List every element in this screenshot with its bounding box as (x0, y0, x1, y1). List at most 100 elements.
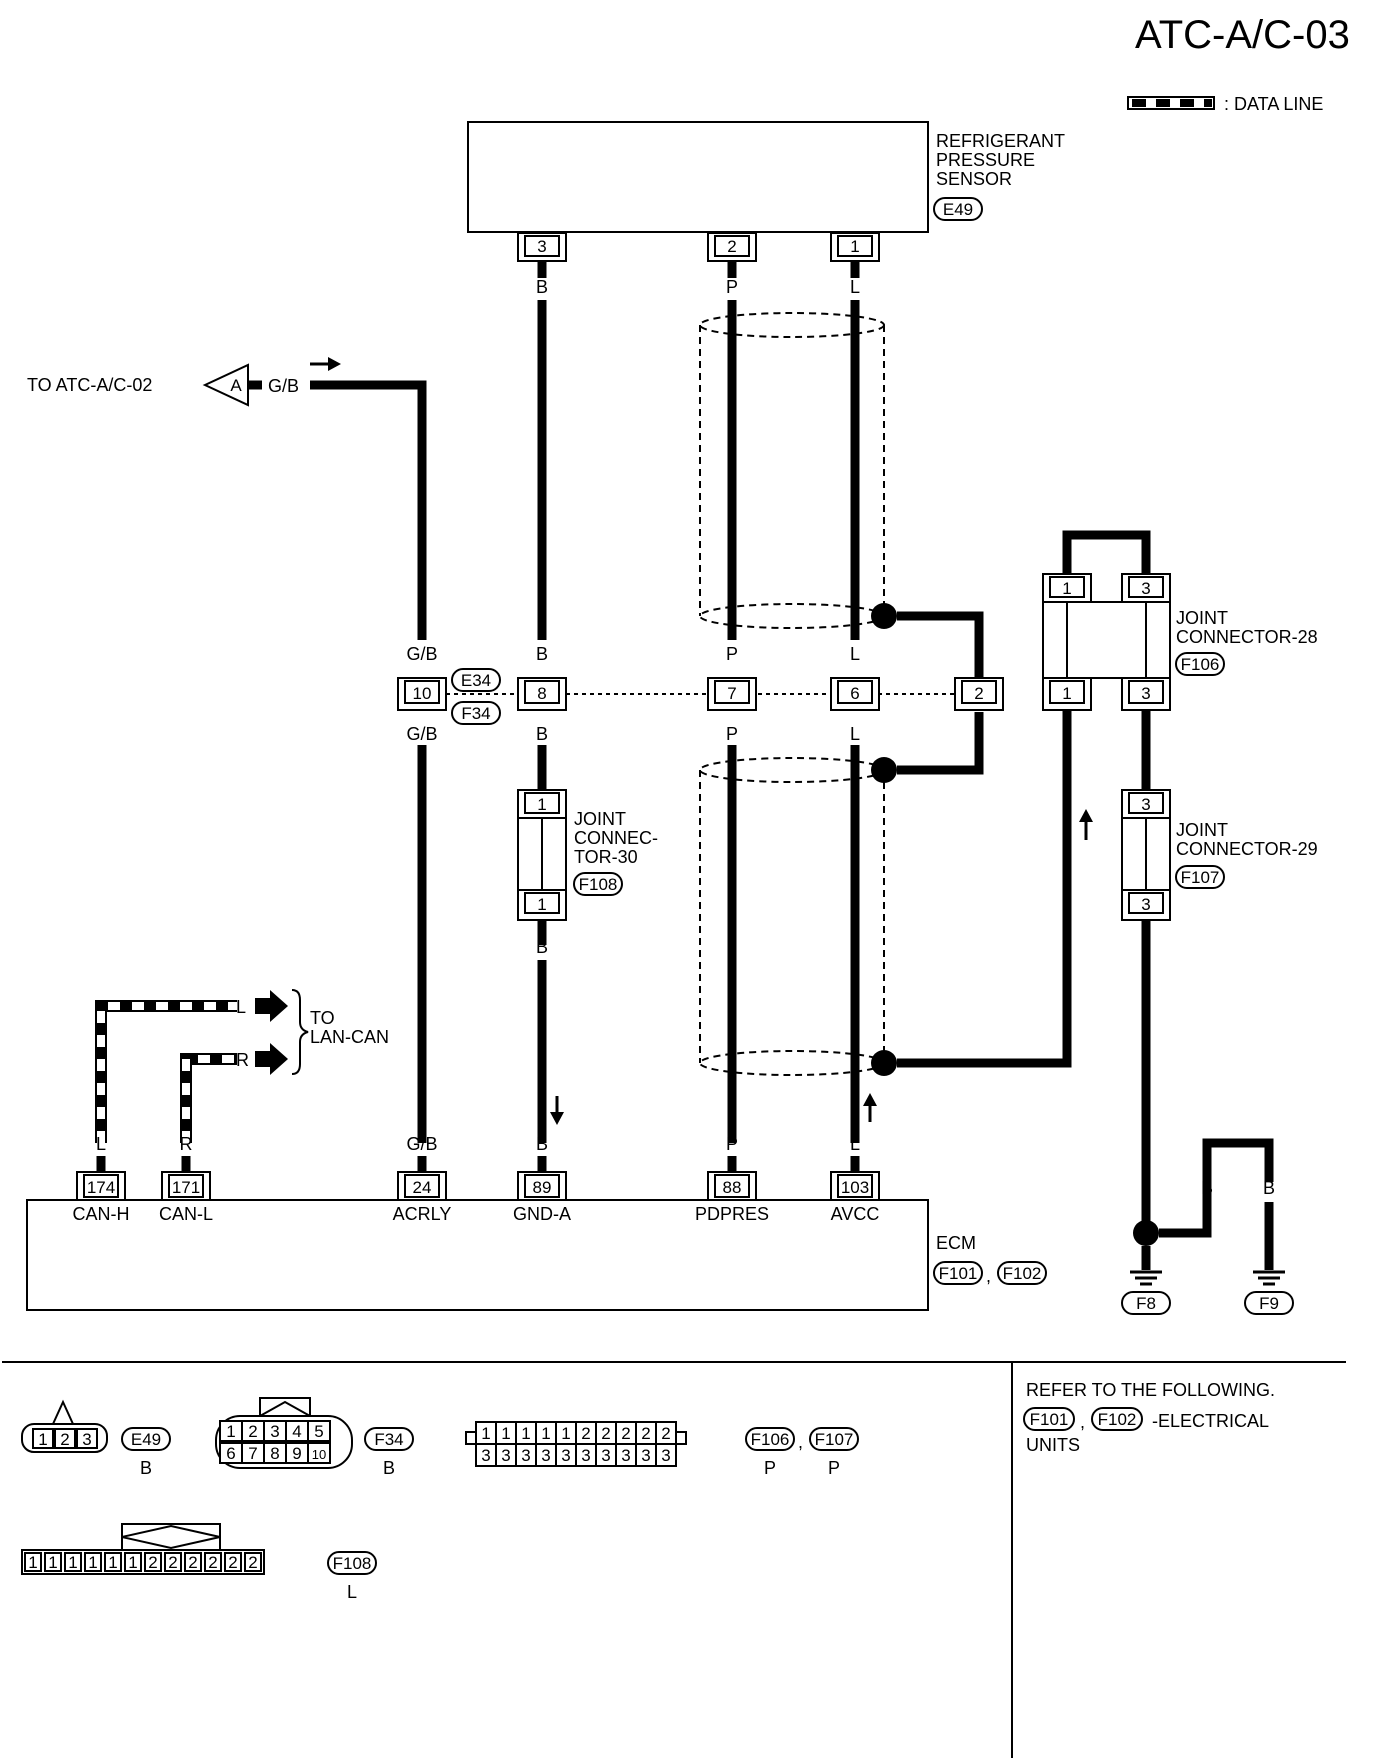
sensor-pin-1: 1 (830, 232, 880, 262)
ecm-pin-103: 103 (830, 1171, 880, 1201)
jc28-code: F106 (1181, 655, 1220, 674)
wire-gb-1 (310, 380, 427, 640)
offpage-label: TO ATC-A/C-02 (27, 375, 152, 395)
f108-pin: 1 (68, 1553, 77, 1572)
inline-code-f34: F34 (461, 704, 490, 723)
wire-shield-upper (897, 611, 984, 678)
f106-top-pin: 2 (621, 1424, 630, 1443)
jc29-name-line2: CONNECTOR-29 (1176, 839, 1318, 859)
data-line-label: : DATA LINE (1224, 94, 1323, 114)
sensor-name-line1: REFRIGERANT (936, 131, 1065, 151)
ecm-terminal-gnd-a: GND-A (513, 1204, 571, 1224)
inline-pin-10: 10 (397, 677, 447, 711)
lan-text-line1: TO (310, 1008, 335, 1028)
svg-text:1: 1 (537, 895, 546, 914)
sensor-connector-code: E49 (943, 200, 973, 219)
f106-top-pin: 1 (541, 1424, 550, 1443)
svg-text:24: 24 (413, 1178, 432, 1197)
sensor-wire-color-l: L (850, 277, 860, 297)
refer-text1: -ELECTRICAL (1152, 1411, 1269, 1431)
f106-bottom-pin: 3 (521, 1446, 530, 1465)
joint-connector-28: 1 3 1 3 (1042, 573, 1171, 711)
ecm-wire-color-1: L (96, 1134, 106, 1154)
svg-text:103: 103 (841, 1178, 869, 1197)
svg-text:1: 1 (850, 237, 859, 256)
f108-pin: 1 (128, 1553, 137, 1572)
refer-text2: UNITS (1026, 1435, 1080, 1455)
svg-text:1: 1 (38, 1430, 47, 1449)
sensor-pin-3: 3 (517, 232, 567, 262)
svg-text:6: 6 (226, 1444, 235, 1463)
f108-pin: 1 (108, 1553, 117, 1572)
f108-pin: 1 (28, 1553, 37, 1572)
connector-face-f107-color: P (828, 1458, 840, 1478)
inline-color-bot-l: L (850, 724, 860, 744)
svg-text:89: 89 (533, 1178, 552, 1197)
svg-text:10: 10 (413, 684, 432, 703)
svg-text:1: 1 (537, 795, 546, 814)
jc30-name-line1: JOINT (574, 809, 626, 829)
f106-top-pin: 2 (601, 1424, 610, 1443)
inline-pin-8: 8 (517, 677, 567, 711)
svg-text:10: 10 (312, 1447, 326, 1462)
jc30-name-line3: TOR-30 (574, 847, 638, 867)
ground-splice (1133, 1220, 1159, 1246)
wire-shield-to-jc28 (897, 678, 1072, 1068)
refer-heading: REFER TO THE FOLLOWING. (1026, 1380, 1275, 1400)
f108-pin: 2 (168, 1553, 177, 1572)
jc28-name-line2: CONNECTOR-28 (1176, 627, 1318, 647)
connector-face-f106-color: P (764, 1458, 776, 1478)
f106-top-pin: 1 (521, 1424, 530, 1443)
ecm-pin-171: 171 (161, 1171, 211, 1201)
inline-color-top-b: B (536, 644, 548, 664)
inline-color-top-gb: G/B (406, 644, 437, 664)
data-line-can-l (180, 1053, 237, 1143)
lan-bracket (291, 989, 309, 1075)
ecm-code-f101: F101 (939, 1264, 978, 1283)
jc29-name-line1: JOINT (1176, 820, 1228, 840)
f106-bottom-pin: 3 (481, 1446, 490, 1465)
joint-connector-30: 1 1 (517, 789, 567, 921)
shield-splice-2 (871, 757, 897, 783)
wire-jc28-loop (1062, 530, 1151, 575)
ground-wire-color-2: B (1263, 1178, 1275, 1198)
ecm-pin-89: 89 (517, 1171, 567, 1201)
sensor-name-line3: SENSOR (936, 169, 1012, 189)
svg-text:3: 3 (1141, 684, 1150, 703)
inline-code-e34: E34 (461, 671, 491, 690)
f106-bottom-pin: 3 (601, 1446, 610, 1465)
lan-wire-l: L (236, 997, 246, 1017)
svg-text:171: 171 (172, 1178, 200, 1197)
f106-top-pin: 1 (561, 1424, 570, 1443)
inline-color-top-p: P (726, 644, 738, 664)
f106-bottom-pin: 3 (541, 1446, 550, 1465)
jc30-wire-color: B (536, 937, 548, 957)
refer-code-f101: F101 (1030, 1410, 1069, 1429)
connector-face-f108-color: L (347, 1582, 357, 1602)
jc28-name-line1: JOINT (1176, 608, 1228, 628)
ecm-wire-color-4: B (536, 1134, 548, 1154)
f106-top-pin: 2 (581, 1424, 590, 1443)
svg-text:8: 8 (270, 1444, 279, 1463)
f106-top-pin: 2 (661, 1424, 670, 1443)
svg-text:3: 3 (1141, 895, 1150, 914)
sensor-pin-2: 2 (707, 232, 757, 262)
svg-text:7: 7 (248, 1444, 257, 1463)
svg-text:3: 3 (1141, 579, 1150, 598)
svg-text:4: 4 (292, 1422, 301, 1441)
svg-text:174: 174 (87, 1178, 115, 1197)
ground-code-f9: F9 (1259, 1294, 1279, 1313)
lan-arrow-r (255, 1043, 288, 1075)
f106-bottom-pin: 3 (641, 1446, 650, 1465)
f108-pin: 2 (228, 1553, 237, 1572)
ground-symbol-f9 (1253, 1270, 1285, 1286)
svg-text:1: 1 (1062, 684, 1071, 703)
inline-pin-6: 6 (830, 677, 880, 711)
ecm-pin-24: 24 (397, 1171, 447, 1201)
offpage-connector-a: A (202, 363, 262, 407)
wire-ground-f9 (1159, 1138, 1274, 1238)
jc30-code: F108 (579, 875, 618, 894)
svg-text:9: 9 (292, 1444, 301, 1463)
ecm-wire-color-2: R (180, 1134, 193, 1154)
